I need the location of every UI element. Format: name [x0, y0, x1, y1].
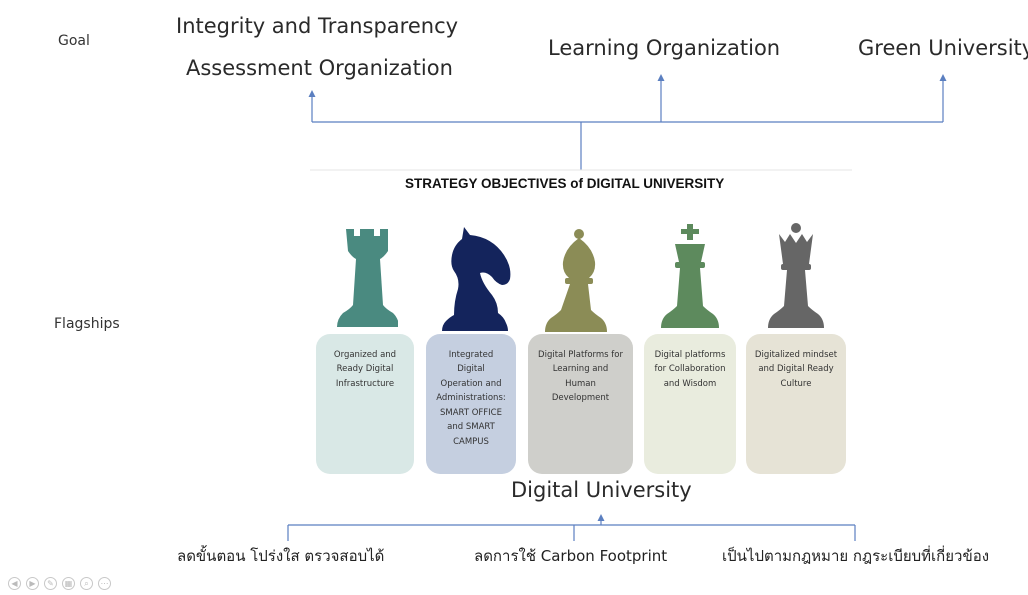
- card-line: SMART OFFICE: [439, 407, 502, 418]
- card-line: Digital Platforms for: [538, 350, 623, 360]
- strategy-heading: STRATEGY OBJECTIVES of DIGITAL UNIVERSIT…: [405, 176, 725, 191]
- card-line: Operation and: [440, 378, 502, 389]
- slides-grid-icon[interactable]: ▦: [62, 577, 75, 590]
- card-line: and SMART: [447, 422, 495, 433]
- principle-regulation: เป็นไปตามกฎหมาย กฎระเบียบที่เกี่ยวข้อง: [722, 547, 990, 565]
- card-line: Organized and: [333, 350, 397, 360]
- card-line: Culture: [780, 378, 812, 389]
- pen-icon[interactable]: ✎: [44, 577, 57, 590]
- card-line: for Collaboration: [654, 364, 726, 375]
- flagship-card-operation: Integrated Digital Operation and Adminis…: [426, 334, 516, 474]
- card-line: Integrated Digital: [448, 350, 494, 375]
- arrow-up-icon: [657, 74, 665, 81]
- card-line: CAMPUS: [453, 436, 489, 447]
- card-line: Digitalized mindset: [754, 350, 838, 360]
- goal-row-label: Goal: [58, 33, 90, 49]
- flagship-card-learning: Digital Platforms for Learning and Human…: [528, 334, 633, 474]
- card-line: Learning and: [552, 364, 609, 375]
- arrow-up-icon: [939, 74, 947, 81]
- card-line: Human: [565, 378, 596, 389]
- goal-learning: Learning Organization: [548, 36, 781, 60]
- card-line: Digital platforms: [654, 350, 726, 360]
- card-line: and Wisdom: [663, 378, 717, 389]
- goal-assessment: Assessment Organization: [186, 56, 453, 80]
- rook-icon: [337, 229, 398, 327]
- queen-icon: [768, 223, 824, 328]
- more-options-icon[interactable]: ⋯: [98, 577, 111, 590]
- card-line: Ready Digital: [336, 364, 394, 375]
- card-line: Development: [551, 393, 610, 404]
- king-icon: [661, 224, 719, 328]
- principle-transparency: ลดขั้นตอน โปร่งใส ตรวจสอบได้: [177, 547, 385, 565]
- goal-integrity: Integrity and Transparency: [176, 14, 459, 38]
- card-line: Infrastructure: [335, 378, 395, 389]
- card-line: and Digital Ready: [758, 364, 834, 375]
- zoom-icon[interactable]: ⌕: [80, 577, 93, 590]
- card-line: Administrations:: [436, 393, 506, 404]
- previous-slide-icon[interactable]: ◀: [8, 577, 21, 590]
- digital-university-foundation: Digital University: [511, 478, 692, 502]
- flagship-card-mindset: Digitalized mindset and Digital Ready Cu…: [746, 334, 846, 474]
- flagship-card-collaboration: Digital platforms for Collaboration and …: [644, 334, 736, 474]
- flagship-card-infrastructure: Organized and Ready Digital Infrastructu…: [316, 334, 414, 474]
- bishop-icon: [545, 229, 607, 332]
- arrow-up-icon: [308, 90, 316, 97]
- next-slide-icon[interactable]: ▶: [26, 577, 39, 590]
- arrow-up-icon: [597, 514, 605, 521]
- principle-carbon: ลดการใช้ Carbon Footprint: [474, 547, 668, 565]
- flagships-row-label: Flagships: [54, 316, 120, 332]
- goal-green: Green University: [858, 36, 1028, 60]
- knight-icon: [442, 227, 511, 331]
